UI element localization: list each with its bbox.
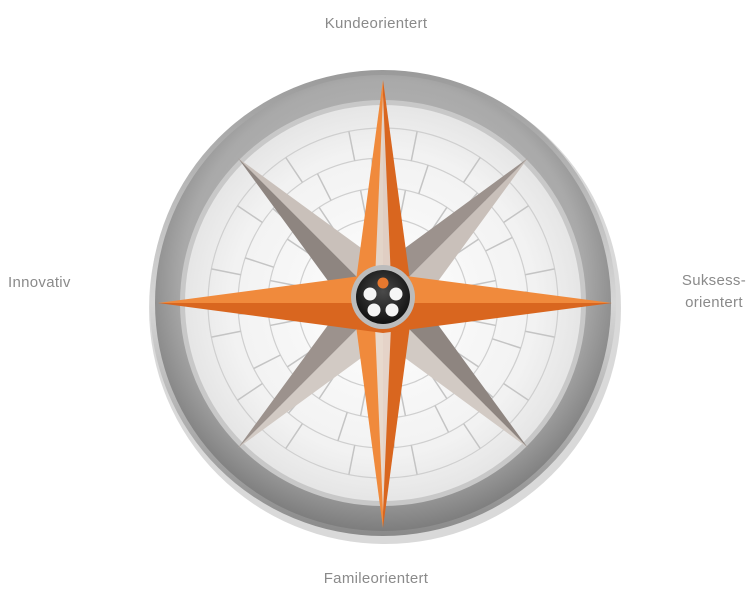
hub-icon xyxy=(351,265,415,329)
